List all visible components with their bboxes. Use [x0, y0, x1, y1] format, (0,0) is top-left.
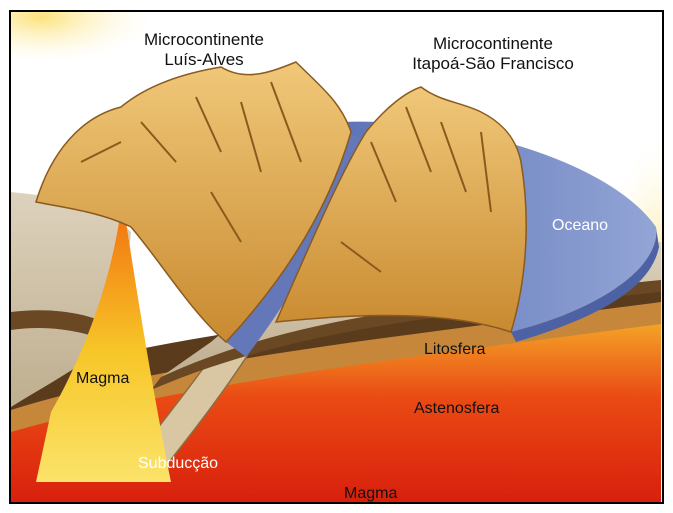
- micro2-label: Microcontinente Itapoá-São Francisco: [403, 34, 583, 74]
- litosfera-label: Litosfera: [424, 341, 485, 359]
- micro1-label: Microcontinente Luís-Alves: [129, 30, 279, 70]
- micro1-line2: Luís-Alves: [129, 50, 279, 70]
- diagram-frame: Microcontinente Luís-Alves Microcontinen…: [9, 10, 664, 504]
- micro2-line1: Microcontinente: [403, 34, 583, 54]
- magma-bottom-label: Magma: [344, 485, 397, 503]
- subduccao-label: Subducção: [138, 455, 218, 473]
- subduction-illustration: [11, 12, 662, 502]
- oceano-label: Oceano: [552, 217, 608, 235]
- micro2-line2: Itapoá-São Francisco: [403, 54, 583, 74]
- magma-left-label: Magma: [76, 370, 129, 388]
- astenosfera-label: Astenosfera: [414, 400, 499, 418]
- micro1-line1: Microcontinente: [129, 30, 279, 50]
